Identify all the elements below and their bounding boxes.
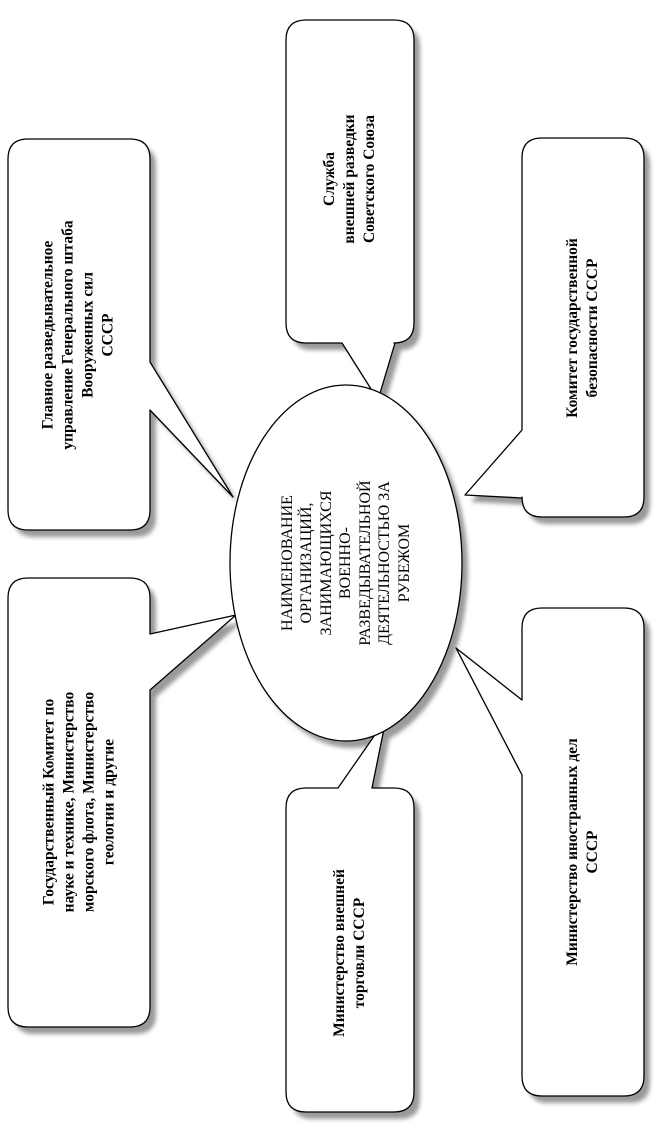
box-mid-label: Министерство иностранных дел СССР <box>564 738 601 966</box>
callout-mvt-shape <box>285 718 415 1113</box>
center-ellipse <box>229 384 463 742</box>
callout-kgb-shape <box>464 137 645 518</box>
callout-gknt-shape <box>7 577 237 1028</box>
callout-gru-shape <box>7 138 234 531</box>
callout-svr-shape <box>285 19 415 401</box>
box-gru-label: Главное разведывательное управление Гене… <box>39 220 117 450</box>
callout-mid-shape <box>455 607 645 1097</box>
box-gknt-label: Государственный Комитет по науке и техни… <box>40 691 118 913</box>
center-title: НАИМЕНОВАНИЕ ОРГАНИЗАЦИЙ, ЗАНИМАЮЩИХСЯ В… <box>278 480 413 646</box>
box-mvt-label: Министерство внешней торговли СССР <box>331 869 368 1037</box>
box-kgb-label: Комитет государственной безопасности ССС… <box>564 238 601 418</box>
box-svr-label: Служба внешней разведки Советского Союза <box>321 114 378 244</box>
